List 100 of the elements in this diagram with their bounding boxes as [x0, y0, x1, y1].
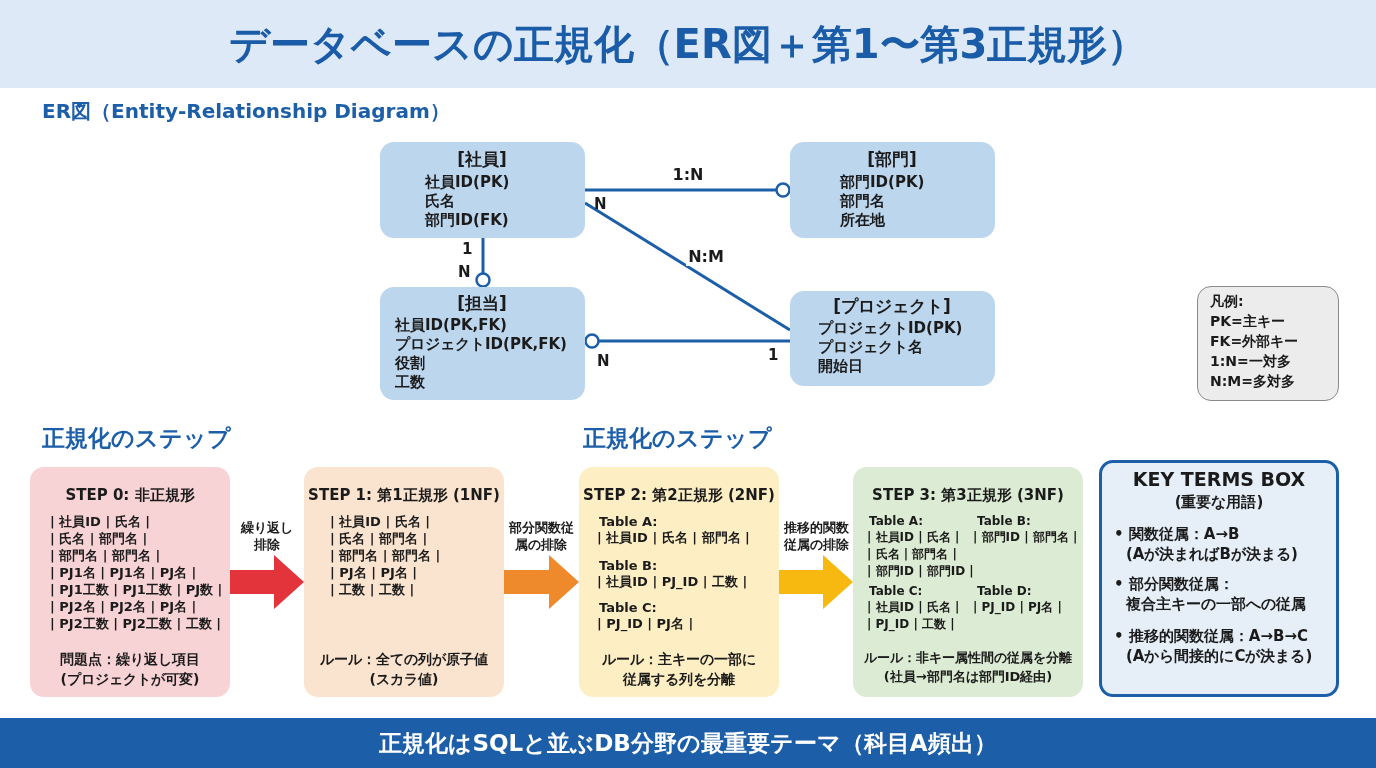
arrow-label: 繰り返し排除 — [240, 520, 294, 554]
step-title: STEP 1: 第1正規形 (1NF) — [308, 487, 500, 505]
attribute-text: 氏名 — [425, 193, 455, 211]
table-row: | 社員ID | 氏名 | — [867, 531, 960, 545]
footer-banner: 正規化はSQLと並ぶDB分野の最重要テーマ（科目A頻出） — [0, 718, 1376, 768]
rule-text: ルール：非キー属性間の従属を分離 — [864, 651, 1072, 666]
section-heading: 正規化のステップ — [583, 425, 772, 452]
table-row: | 社員ID | 氏名 | 部門名 | — [597, 531, 750, 546]
table-row: | PJ_ID | PJ名 | — [597, 617, 694, 632]
table-row: | 部門ID | 部門ID | — [867, 565, 974, 579]
table-row: | PJ1名 | PJ1名 | PJ名 | — [50, 566, 197, 581]
arrow-label: 推移的関数従属の排除 — [782, 520, 850, 554]
table-name: Table A: — [869, 515, 924, 529]
step-arrow — [504, 555, 579, 609]
note-text: 問題点：繰り返し項目 — [60, 651, 200, 668]
table-row: | 工数 | 工数 | — [330, 583, 415, 598]
relationship-line — [475, 238, 491, 288]
term-text: (Aから間接的にCが決まる) — [1126, 648, 1313, 666]
rule-text: (スカラ値) — [369, 671, 439, 688]
table-row: | 部門名 | 部門名 | — [330, 549, 441, 564]
term-text: 複合主キーの一部への従属 — [1126, 596, 1306, 614]
table-row: | PJ_ID | PJ名 | — [973, 601, 1062, 615]
entity-box — [790, 142, 995, 238]
legend-text: PK=主キー — [1210, 313, 1285, 330]
step-box — [30, 467, 230, 697]
box-title: KEY TERMS BOX — [1132, 469, 1306, 491]
legend-box — [1197, 286, 1339, 401]
legend-text: N:M=多対多 — [1210, 373, 1295, 390]
legend-text: 1:N=一対多 — [1210, 353, 1291, 370]
term-text: • 関数従属：A→B — [1114, 526, 1240, 544]
table-name: Table C: — [599, 601, 657, 616]
entity-box — [380, 142, 585, 238]
step-arrow — [230, 555, 304, 609]
table-row: | 氏名 | 部門名 | — [50, 532, 148, 547]
entity-box — [790, 291, 995, 386]
term-text: (Aが決まればBが決まる) — [1126, 546, 1298, 564]
edge-label: N:M — [686, 248, 726, 267]
note-text: (プロジェクトが可変) — [60, 671, 200, 688]
attribute-text: 開始日 — [818, 358, 863, 376]
rule-text: 従属する列を分離 — [623, 671, 735, 688]
attribute-text: 部門ID(PK) — [840, 174, 925, 192]
table-row: | 氏名 | 部門名 | — [330, 532, 428, 547]
attribute-text: プロジェクトID(PK) — [818, 320, 963, 338]
step-arrow — [779, 555, 853, 609]
cardinality-label: N — [594, 196, 607, 214]
rule-text: ルール：全ての列が原子値 — [320, 651, 488, 668]
cardinality-label: N — [597, 353, 610, 371]
legend-title: 凡例: — [1210, 293, 1244, 310]
entity-name: [社員] — [457, 150, 507, 170]
table-row: | PJ1工数 | PJ1工数 | PJ数 | — [50, 583, 223, 598]
attribute-text: プロジェクト名 — [818, 339, 923, 357]
relationship-line — [584, 333, 790, 349]
section-heading: ER図（Entity-Relationship Diagram） — [42, 100, 450, 123]
table-name: Table C: — [869, 585, 923, 599]
table-row: | 部門ID | 部門名 | — [973, 531, 1078, 545]
table-name: Table B: — [599, 559, 658, 574]
entity-box — [380, 287, 585, 400]
table-row: | 社員ID | 氏名 | — [867, 601, 960, 615]
step-box — [579, 467, 779, 697]
attribute-text: 部門名 — [840, 193, 885, 211]
table-name: Table D: — [977, 585, 1032, 599]
attribute-text: 社員ID(PK,FK) — [395, 317, 507, 335]
relationship-line — [584, 201, 791, 332]
entity-name: [部門] — [867, 150, 917, 170]
box-subtitle: (重要な用語) — [1174, 494, 1264, 512]
attribute-text: 所在地 — [840, 212, 885, 230]
relationship-line — [585, 182, 791, 198]
legend-text: FK=外部キー — [1210, 333, 1299, 350]
step-title: STEP 2: 第2正規形 (2NF) — [583, 487, 775, 505]
term-text: • 推移的関数従属：A→B→C — [1114, 628, 1308, 646]
table-name: Table A: — [599, 515, 658, 530]
table-row: | 社員ID | 氏名 | — [50, 515, 150, 530]
table-name: Table B: — [977, 515, 1031, 529]
entity-name: [プロジェクト] — [833, 297, 951, 317]
table-row: | PJ_ID | 工数 | — [867, 618, 955, 632]
attribute-text: プロジェクトID(PK,FK) — [395, 336, 567, 354]
title-banner: データベースの正規化（ER図＋第1〜第3正規形） — [0, 0, 1376, 88]
step-box — [304, 467, 504, 697]
term-text: • 部分関数従属： — [1114, 576, 1234, 594]
cardinality-label: N — [458, 264, 471, 282]
table-row: | 氏名 | 部門名 | — [867, 548, 957, 562]
rule-text: (社員→部門名は部門ID経由) — [883, 670, 1053, 685]
table-row: | PJ名 | PJ名 | — [330, 566, 418, 581]
attribute-text: 社員ID(PK) — [425, 174, 510, 192]
key-terms-box — [1099, 460, 1339, 697]
table-row: | PJ2工数 | PJ2工数 | 工数 | — [50, 617, 221, 632]
entity-name: [担当] — [457, 294, 507, 314]
attribute-text: 役割 — [395, 355, 425, 373]
table-row: | 社員ID | 氏名 | — [330, 515, 430, 530]
cardinality-label: 1 — [768, 347, 779, 365]
rule-text: ルール：主キーの一部に — [602, 651, 756, 668]
attribute-text: 部門ID(FK) — [425, 212, 509, 230]
table-row: | 社員ID | PJ_ID | 工数 | — [597, 575, 748, 590]
table-row: | 部門名 | 部門名 | — [50, 549, 161, 564]
table-row: | PJ2名 | PJ2名 | PJ名 | — [50, 600, 197, 615]
cardinality-label: 1 — [462, 241, 473, 259]
attribute-text: 工数 — [395, 374, 425, 392]
step-title: STEP 0: 非正規形 — [65, 487, 195, 505]
step-box — [853, 467, 1083, 697]
step-title: STEP 3: 第3正規形 (3NF) — [872, 487, 1064, 505]
